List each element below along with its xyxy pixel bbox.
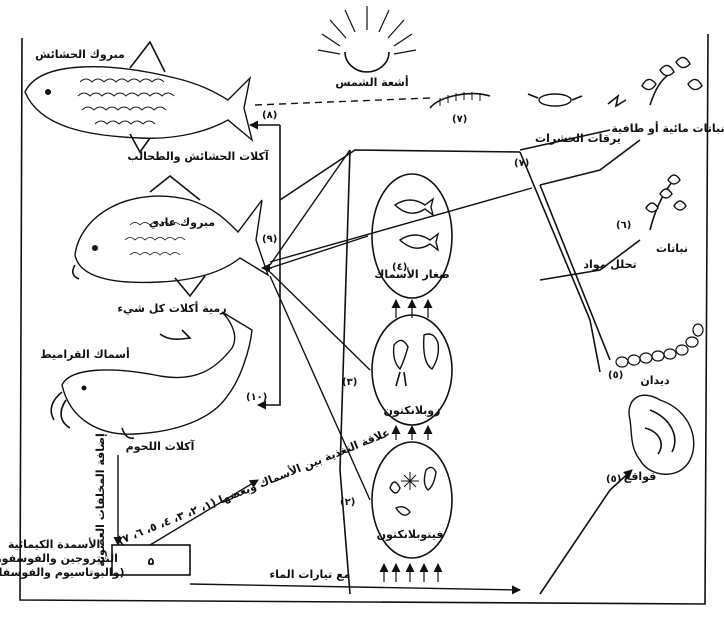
num-9: (٩) [262,234,277,245]
aquatic-plant-icon [641,56,703,106]
num-7b: (٧) [514,158,529,169]
decay-label: تحلل مواد [583,258,636,271]
small-fish-icon [393,197,440,252]
zooplankton-label: زوبلانكتون [384,404,441,417]
catfish-label: أسماك القراميط [40,347,130,361]
small-fish-circle [371,173,453,299]
insect-icon [527,93,627,108]
organic-manure-label: إضافة المخلفات العضوية [94,433,107,567]
worm-icon [615,323,704,368]
sun-icon [317,6,417,73]
aquatic-plants-label: نباتات مائية أو طافية [611,121,724,135]
snail-icon [628,394,695,475]
common-carp-label: مبروك عادي [149,216,215,229]
num-5b: (٥) [606,474,621,485]
num-5a: (٥) [608,370,623,381]
common-carp-food-label: رمية أكلات كل شيء [117,301,226,315]
diagram-frame [19,33,709,605]
larva-icon [429,92,491,109]
dashed-link [254,97,431,106]
worms-label: ديدان [640,374,670,387]
catfish-food-label: آكلات اللحوم [126,439,195,453]
zooplankton-icon [392,333,440,387]
phytoplankton-icon [389,466,437,516]
num-7a: (٧) [452,114,467,125]
num-2: (٢) [340,497,355,508]
phytoplankton-label: فيتوبلانكتون [377,528,444,541]
small-fish-label: صغار الأسماك [374,267,450,281]
num-8: (٨) [262,110,277,121]
plants-label: نباتات [656,242,688,255]
grass-carp-food-label: آكلات الحشائش والطحالب [127,149,269,163]
phytoplankton-circle [371,441,453,559]
catfish-fish [50,311,253,440]
num-6: (٦) [616,220,631,231]
num-10: (١٠) [246,392,267,403]
fertilizer-box [111,544,191,576]
snails-label: قواقع [624,470,657,483]
fertilizer-box-mark: ۵ [148,555,155,568]
water-flow-label: مع تيارات الماء [270,568,351,581]
plant-icon [645,174,687,231]
num-3: (٣) [342,377,357,388]
common-carp-fish [71,174,270,298]
fertilizers-label: الأسمدة الكيمائية (النيتروجين والفوسفور … [0,537,124,579]
sun-label: أشعة الشمس [335,75,408,89]
grass-carp-label: مبروك الحشائش [35,48,125,61]
num-4: (٤) [392,262,407,273]
grass-carp-fish [24,40,254,154]
